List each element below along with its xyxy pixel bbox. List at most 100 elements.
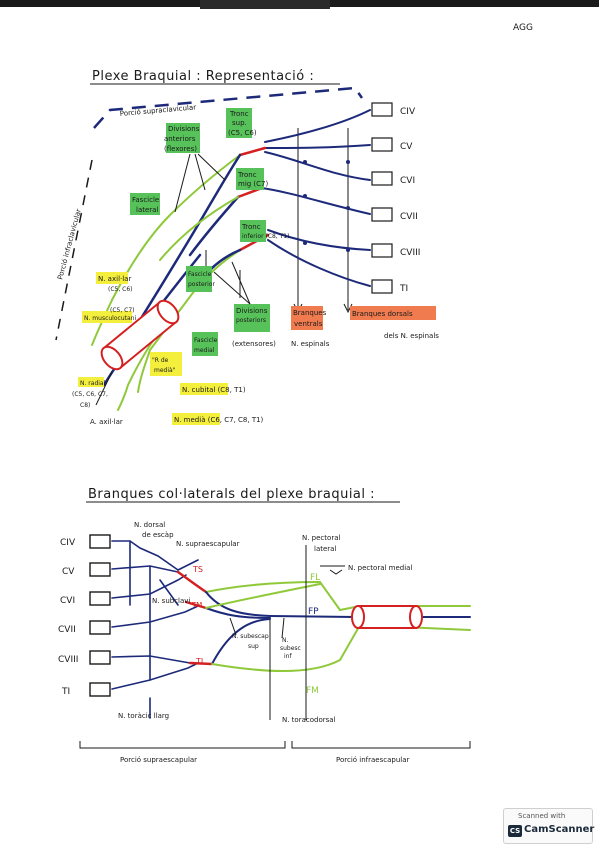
root-t1: [267, 239, 371, 287]
anterior-division-middle: [159, 196, 239, 261]
label-div-post-3: (extensores): [232, 340, 276, 348]
label-div-ant-1: Divisions: [168, 125, 200, 133]
camscanner-logo-icon: CS: [508, 825, 522, 837]
label-trunk-mid-2: mig (C7): [238, 180, 269, 188]
artery-end-left: [100, 345, 124, 371]
label-fasc-post-2: posterior: [188, 281, 215, 288]
pointer: [194, 153, 206, 191]
b-artery-end-right: [409, 605, 423, 629]
camscanner-watermark: Scanned with CS CamScanner: [503, 808, 595, 844]
junction-dot: [346, 248, 350, 252]
hl-br-dorsals: [350, 306, 436, 320]
label-trunk-sup-1: Tronc: [229, 110, 249, 118]
b-trunk-sup: [176, 570, 208, 594]
hl-fasc-med: [192, 332, 218, 356]
root-c7: [261, 187, 371, 215]
label-div-ant-3: (flexores): [164, 145, 197, 153]
label-br-ventrals-3: N. espinals: [291, 340, 330, 348]
bottom-cords: [205, 580, 471, 672]
hl-fasc-lat: [130, 193, 160, 215]
b-fasc-post-a: [205, 591, 356, 618]
artery-end-right: [156, 299, 180, 325]
bottom-trunks: [176, 570, 214, 666]
b-root-box-ti: [89, 682, 111, 697]
top-title: Plexe Braquial : Representació :: [92, 69, 314, 84]
label-a-axil: A. axil·lar: [90, 418, 123, 426]
posterior-division-superior: [138, 153, 242, 322]
fascicle-lateral: [111, 154, 241, 301]
bottom-trunk-tags: TS TM TI FL FP FM: [191, 565, 320, 696]
root-label-ti: TI: [399, 284, 408, 294]
bracket-supraesc: [79, 741, 286, 749]
b-root-box-cvii: [89, 620, 111, 635]
root-c4-branch: [264, 109, 371, 143]
b-root-label-cvii: CVII: [58, 625, 76, 635]
root-box-civ: [371, 102, 393, 117]
page-code: AGG: [513, 23, 533, 33]
b-root-c7: [111, 605, 199, 628]
label-br-ventrals-1: Branques: [293, 309, 327, 317]
b-subclavi-branch: [159, 579, 179, 606]
b-tag-fl: FL: [310, 573, 320, 583]
top-root-labels: CIV CV CVI CVII CVIII TI: [399, 107, 420, 294]
label-n-axil-2: (C5, C6): [108, 286, 133, 293]
b-fasc-med: [211, 624, 361, 672]
posterior-division-middle: [188, 195, 240, 257]
b-root-box-cviii: [89, 650, 111, 665]
root-box-ti: [371, 279, 393, 294]
pointer-lines: [95, 153, 251, 406]
b-label-dorsal-1: N. dorsal: [134, 521, 165, 529]
supraclavicular-dashed: [93, 86, 364, 129]
label-n-radial-1: N. radial: [80, 380, 106, 387]
hl-n-cubital: [180, 383, 228, 395]
b-subesc-inf-pointer: [281, 617, 285, 639]
bottom-roots: [111, 540, 199, 719]
b-label-pect-lat-1: N. pectoral: [302, 534, 340, 542]
b-root-c6: [111, 574, 187, 599]
label-fasc-lat-1: Fascicle: [132, 196, 159, 204]
highlights: [78, 108, 436, 425]
b-label-porcio-supra: Porció supraescapular: [120, 756, 197, 764]
b-tag-ts: TS: [192, 565, 203, 574]
pointer: [95, 371, 113, 406]
hl-div-ant: [166, 123, 200, 153]
b-label-subesc-sup-2: sup: [248, 643, 259, 650]
b-artery-end-left: [351, 605, 365, 629]
junction-dot: [303, 194, 307, 198]
b-label-porcio-infra: Porció infraescapular: [336, 756, 409, 764]
b-root-box-civ: [89, 534, 111, 549]
hl-fasc-post: [186, 266, 212, 292]
b-label-subesc-inf-2: subesc: [280, 645, 301, 652]
hl-trunk-sup: [226, 108, 252, 138]
bottom-pointers: [229, 545, 345, 720]
b-label-subesc-inf-1: N.: [282, 637, 288, 644]
scanner-line2: CamScanner: [524, 824, 595, 835]
b-root-box-cvi: [89, 591, 111, 606]
root-label-cv: CV: [400, 142, 413, 152]
b-tag-ti: TI: [195, 657, 203, 666]
axillary-artery: [100, 299, 180, 371]
label-n-radial-2: (C5, C6, C7,: [72, 391, 108, 398]
roots-to-trunks: [261, 109, 371, 287]
junction-dot: [346, 160, 350, 164]
b-root-label-cviii: CVIII: [58, 655, 78, 665]
b-label-toracic-llarg: N. toràcic llarg: [118, 712, 169, 720]
scan-top-shadow: [200, 0, 330, 9]
b-root-label-cvi: CVI: [60, 596, 75, 606]
root-box-cv: [371, 137, 393, 152]
root-label-cvi: CVI: [400, 176, 415, 186]
label-trunk-inf-1: Tronc: [241, 223, 261, 231]
junction-dot: [346, 206, 350, 210]
hl-div-post: [234, 304, 270, 332]
label-n-media: N. medià (C6, C7, C8, T1): [174, 416, 264, 424]
b-fasc-lat: [205, 580, 341, 611]
b-tag-tm: TM: [191, 601, 202, 609]
b-root-c9-t1: [111, 663, 197, 690]
root-label-cviii: CVIII: [400, 248, 420, 258]
b-post-div-inf: [211, 618, 271, 665]
root-box-cvi: [371, 171, 393, 186]
label-div-post-2: posteriors: [236, 317, 266, 324]
label-n-musc-2: (C5, C7): [110, 307, 135, 314]
